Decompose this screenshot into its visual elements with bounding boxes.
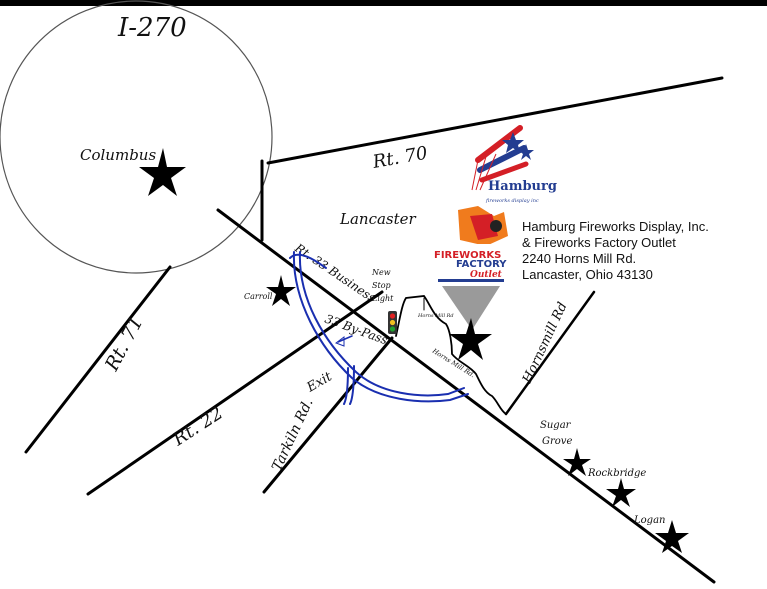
sugar-grove-star-icon (563, 448, 591, 476)
fireworks-factory-outlet-logo: FIREWORKS FACTORY Outlet (432, 206, 510, 282)
rockbridge-label: Rockbridge (587, 468, 646, 479)
bypass33-road (289, 251, 469, 405)
svg-text:FACTORY: FACTORY (456, 259, 507, 270)
sugar-label: Sugar (540, 420, 572, 431)
stoplight-line3: Light (371, 294, 394, 303)
logan-star-icon (655, 520, 689, 553)
rt22-road (86, 290, 384, 496)
carroll-star-icon (266, 275, 296, 306)
horns-mill-tiny-label: Horns Mill Rd (417, 313, 454, 319)
rt70-road (266, 76, 724, 165)
svg-text:Hamburg: Hamburg (488, 179, 557, 194)
business-outlet-line: & Fireworks Factory Outlet (522, 235, 676, 250)
hamburg-logo: Hamburg fireworks display inc (471, 125, 557, 204)
columbus-label: Columbus (80, 146, 156, 164)
destination-star-icon (449, 318, 492, 360)
map-background (0, 6, 767, 589)
callout-pointer (442, 286, 500, 330)
stoplight-line1: New (371, 268, 391, 277)
svg-text:FIREWORKS: FIREWORKS (434, 250, 501, 261)
rt71-road (24, 265, 172, 454)
lancaster-label: Lancaster (339, 210, 417, 228)
i270-label: I-270 (117, 13, 187, 43)
business-name-line: Hamburg Fireworks Display, Inc. (522, 219, 709, 234)
tarkiln-road (262, 336, 394, 494)
columbus-star-icon (139, 148, 186, 196)
business-city-line: Lancaster, Ohio 43130 (522, 267, 653, 282)
i270-loop (0, 0, 273, 274)
svg-text:Outlet: Outlet (470, 270, 503, 280)
grove-label: Grove (542, 436, 572, 447)
traffic-light-icon (388, 311, 397, 334)
hornsmill-road (504, 290, 596, 416)
stoplight-line2: Stop (372, 281, 391, 290)
logan-label: Logan (633, 515, 665, 526)
horns-mill-winding-road (395, 295, 507, 415)
business-street-line: 2240 Horns Mill Rd. (522, 251, 636, 266)
carroll-label: Carroll (244, 292, 273, 301)
svg-text:fireworks display inc: fireworks display inc (485, 198, 539, 204)
rockbridge-star-icon (606, 478, 636, 507)
